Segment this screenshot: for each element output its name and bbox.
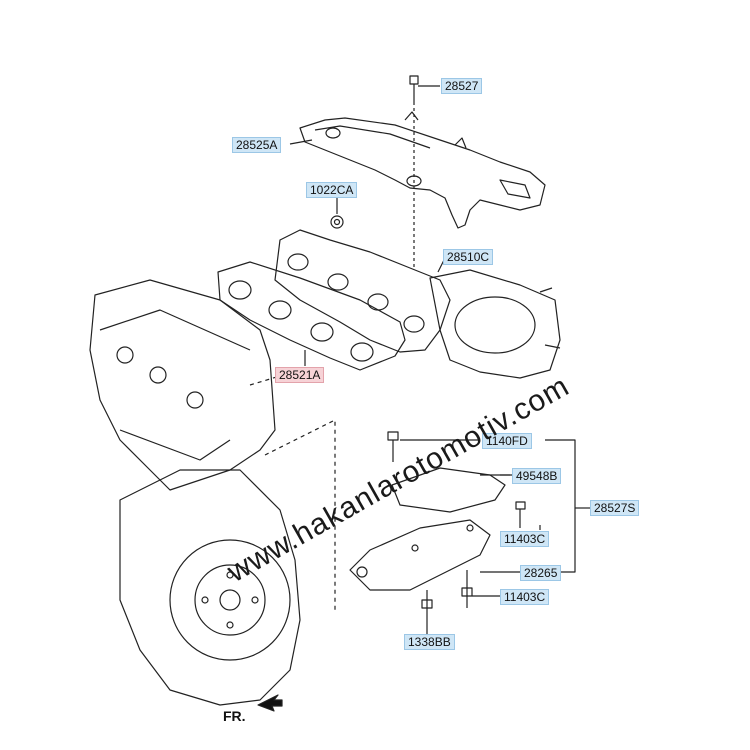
bolt-11403c-lower	[461, 570, 473, 608]
manifold-gasket	[217, 261, 406, 371]
exhaust-manifold	[274, 229, 451, 353]
bracket-28265	[349, 519, 491, 591]
label-28525a: 28525A	[232, 137, 282, 153]
label-49548b: 49548B	[512, 468, 562, 484]
label-28265: 28265	[520, 565, 562, 581]
label-28510c: 28510C	[443, 249, 494, 265]
label-1022ca: 1022CA	[306, 182, 358, 198]
bolt-1140fd	[387, 431, 480, 462]
label-28527: 28527	[441, 78, 483, 94]
catalytic-converter	[429, 269, 561, 379]
bolt-28527	[409, 75, 419, 102]
label-1140fd: 1140FD	[482, 433, 532, 449]
label-11403c-upper: 11403C	[500, 531, 550, 547]
front-direction-label: FR.	[223, 708, 246, 724]
label-28527s: 28527S	[590, 500, 640, 516]
label-1338bb: 1338BB	[404, 634, 455, 650]
label-11403c-lower: 11403C	[500, 589, 550, 605]
engine-block	[89, 279, 301, 706]
bolt-11403c-upper	[515, 501, 526, 528]
label-28521a: 28521A	[275, 367, 325, 383]
